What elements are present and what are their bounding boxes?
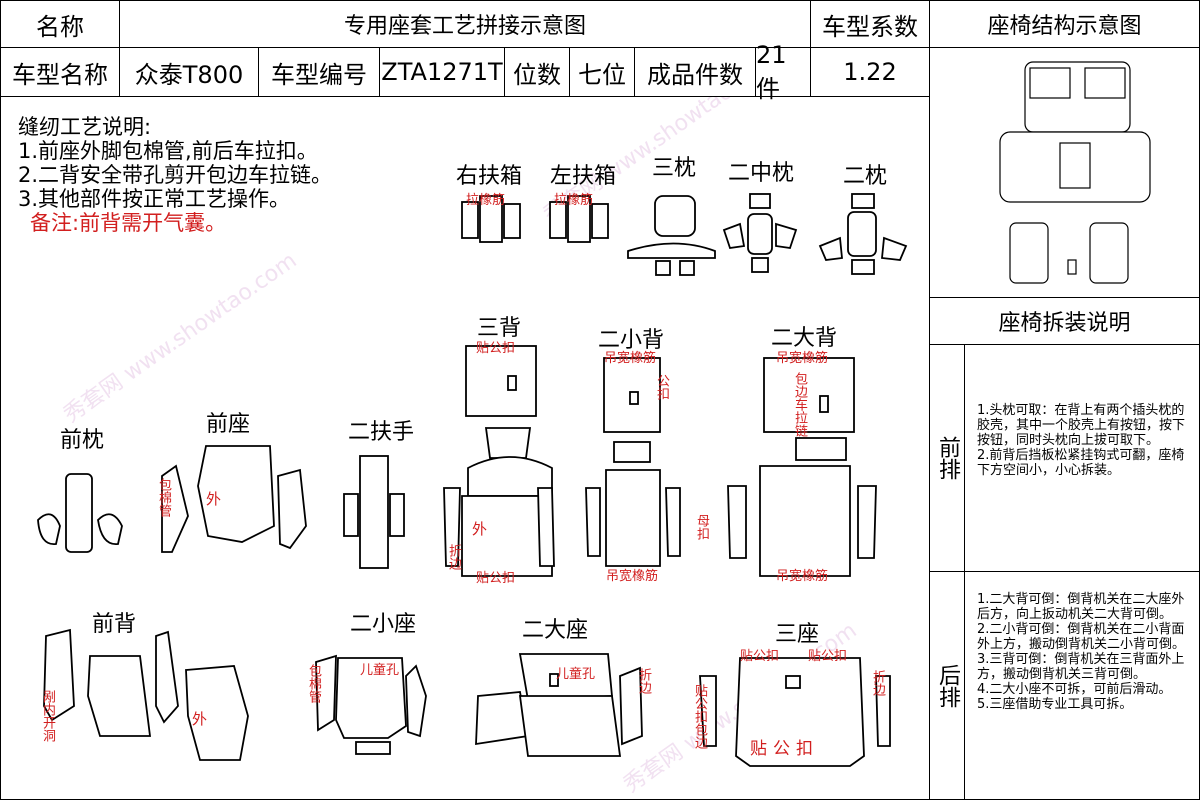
rear-row-text: 1.二大背可倒：倒背机关在二大座外后方，向上扳动机关二大背可倒。 2.二小背可倒… xyxy=(977,592,1186,712)
front-pillow-pieces xyxy=(37,473,123,553)
annot-child-hole: 儿童孔 xyxy=(360,663,400,678)
annot-wide-elastic: 吊宽橡筋 xyxy=(604,351,657,366)
notes-title: 缝纫工艺说明: xyxy=(18,115,152,139)
annot-outer: 外 xyxy=(206,490,222,508)
pieces-label: 成品件数 xyxy=(634,47,756,97)
seats-label: 位数 xyxy=(504,47,570,97)
second-mid-pillow-pieces xyxy=(722,193,798,273)
annot-back-snap: 贴公扣 xyxy=(476,341,516,356)
seat-structure-diagram xyxy=(999,61,1151,284)
label-right-armbox: 右扶箱 xyxy=(456,164,523,189)
pattern-pieces xyxy=(37,193,908,767)
label-second-small-seat: 二小座 xyxy=(350,612,417,637)
notes-item-2: 2.二背安全带孔剪开包边车拉链。 xyxy=(18,163,333,187)
struct-label: 座椅结构示意图 xyxy=(929,0,1200,48)
annot-wide-elastic: 吊宽橡筋 xyxy=(606,569,659,584)
coef-label: 车型系数 xyxy=(810,0,930,48)
label-second-mid-pillow: 二中枕 xyxy=(728,161,795,186)
notes-item-3: 3.其他部件按正常工艺操作。 xyxy=(18,187,291,211)
label-front-seat: 前座 xyxy=(206,412,251,437)
model-code: ZTA1271T xyxy=(379,47,505,97)
annot-elastic: 拉橡筋 xyxy=(466,193,506,208)
annot-inner-hole: 剐内开洞 xyxy=(40,690,55,742)
notes-item-1: 1.前座外脚包棉管,前后车拉扣。 xyxy=(18,139,318,163)
label-second-armrest: 二扶手 xyxy=(348,420,415,445)
model-name: 众泰T800 xyxy=(119,47,259,97)
right-armbox-pieces xyxy=(461,195,521,243)
sewing-notes: 缝纫工艺说明: 1.前座外脚包棉管,前后车拉扣。 2.二背安全带孔剪开包边车拉链… xyxy=(18,115,332,235)
annot-wide-elastic: 吊宽橡筋 xyxy=(776,351,829,366)
notes-remark: 备注:前背需开气囊。 xyxy=(30,211,227,235)
second-pillow-pieces xyxy=(818,193,908,275)
second-big-back-pieces xyxy=(727,357,877,577)
page-title: 专用座套工艺拼接示意图 xyxy=(119,0,811,48)
front-back-pieces xyxy=(43,628,249,761)
annot-elastic: 拉橡筋 xyxy=(554,193,594,208)
annot-back-snap: 贴公扣 xyxy=(740,649,780,664)
annot-back-snap: 贴公扣 xyxy=(808,649,848,664)
annot-fold-edge: 折边 xyxy=(870,670,885,696)
label-second-big-back: 二大背 xyxy=(771,326,838,351)
front-seat-pieces xyxy=(161,445,307,553)
label-left-armbox: 左扶箱 xyxy=(550,164,617,189)
annot-back-snap: 贴公扣 xyxy=(476,571,516,586)
label-third-pillow: 三枕 xyxy=(652,156,697,181)
coef-value: 1.22 xyxy=(810,47,930,97)
label-second-pillow: 二枕 xyxy=(843,164,888,189)
second-small-back-pieces xyxy=(585,357,681,567)
annot-fold-edge: 折边 xyxy=(446,544,461,570)
second-small-seat-pieces xyxy=(315,654,427,755)
third-back-pieces xyxy=(443,345,555,577)
second-big-seat-pieces xyxy=(475,653,643,757)
annot-female-snap: 母扣 xyxy=(694,514,709,540)
second-armrest-pieces xyxy=(343,455,405,569)
annot-back-snap: 贴公扣 xyxy=(750,739,819,759)
seats: 七位 xyxy=(569,47,635,97)
label-third-back: 三背 xyxy=(477,316,522,341)
model-name-label: 车型名称 xyxy=(0,47,120,97)
label-second-big-seat: 二大座 xyxy=(522,618,589,643)
annot-male-snap: 公扣 xyxy=(654,374,669,400)
seat-structure-box xyxy=(929,47,1200,298)
label-second-small-back: 二小背 xyxy=(598,328,665,353)
annot-outer: 外 xyxy=(472,520,488,538)
annot-wide-elastic: 吊宽橡筋 xyxy=(776,569,829,584)
label-front-back: 前背 xyxy=(92,612,137,637)
name-label: 名称 xyxy=(0,0,120,48)
annot-outer: 外 xyxy=(192,710,208,728)
third-pillow-pieces xyxy=(627,195,716,276)
label-front-pillow: 前枕 xyxy=(60,428,105,453)
rear-row-label: 后排 xyxy=(935,663,960,708)
annot-snap-wrap: 贴公扣包边 xyxy=(692,684,707,749)
pieces: 21件 xyxy=(755,41,811,103)
front-row-text: 1.头枕可取：在背上有两个插头枕的胶壳，其中一个胶壳上有按钮，按下按钮，同时头枕… xyxy=(977,403,1186,478)
front-row-label: 前排 xyxy=(935,436,960,480)
model-code-label: 车型编号 xyxy=(258,47,380,97)
annot-child-hole: 儿童孔 xyxy=(556,667,596,682)
annot-pipe: 包棉管 xyxy=(306,664,321,703)
label-third-seat: 三座 xyxy=(775,622,820,647)
annot-edge-zip: 包边车拉链 xyxy=(792,372,807,437)
annot-pipe: 包棉管 xyxy=(156,478,171,517)
annot-fold-edge: 折边 xyxy=(636,668,651,694)
third-seat-pieces xyxy=(699,657,891,767)
disassembly-title: 座椅拆装说明 xyxy=(929,297,1200,345)
left-armbox-pieces xyxy=(549,195,609,243)
